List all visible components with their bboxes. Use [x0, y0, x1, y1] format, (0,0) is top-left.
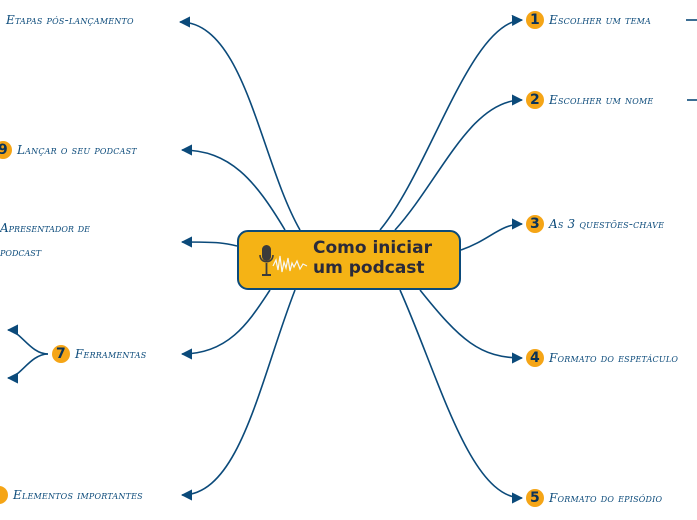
link-9 [180, 144, 286, 231]
link-4 [419, 289, 524, 364]
link-3 [460, 218, 524, 251]
branch-label: Formato do espetáculo [549, 351, 679, 365]
branch-label: Escolher um tema [549, 13, 651, 27]
number-badge: 7 [52, 345, 70, 363]
branch-7[interactable]: 7 Ferramentas [52, 345, 146, 363]
branch-1[interactable]: 1 Escolher um tema [526, 11, 651, 29]
microphone-icon [259, 245, 308, 276]
branch-label: Lançar o seu podcast [17, 143, 137, 157]
branch-9[interactable]: 9 Lançar o seu podcast [0, 141, 137, 159]
number-badge: 4 [526, 349, 544, 367]
branch-5[interactable]: 5 Formato do episódio [526, 489, 662, 507]
link-1 [379, 14, 524, 231]
link-7 [180, 289, 271, 360]
branch-3[interactable]: 3 As 3 questões-chave [526, 215, 664, 233]
branch-label-line1: Apresentador de [0, 221, 90, 235]
branch-label: Etapas pós-lançamento [6, 13, 134, 27]
number-badge: 1 [526, 11, 544, 29]
branch-label: Ferramentas [75, 347, 147, 361]
central-title: Como iniciar um podcast [313, 238, 432, 278]
link-5 [399, 289, 524, 504]
branch-label: Elementos importantes [13, 488, 143, 502]
number-badge: 9 [0, 141, 12, 159]
link-2 [394, 94, 524, 231]
number-badge: 3 [526, 215, 544, 233]
branch-4[interactable]: 4 Formato do espetáculo [526, 349, 678, 367]
branch-apresentador[interactable]: Apresentador de podcast [0, 216, 90, 264]
number-badge: 2 [526, 91, 544, 109]
link-etapas [178, 16, 301, 231]
number-badge [0, 486, 8, 504]
branch-label-line2: podcast [0, 245, 42, 259]
link-elementos [180, 289, 296, 501]
branch-elementos[interactable]: Elementos importantes [0, 486, 143, 504]
number-badge: 5 [526, 489, 544, 507]
link-7-sub-2 [6, 353, 49, 384]
link-7-sub-1 [6, 324, 49, 355]
branch-label: As 3 questões-chave [549, 217, 665, 231]
branch-2[interactable]: 2 Escolher um nome [526, 91, 653, 109]
link-apresentador [180, 236, 238, 248]
branch-label: Escolher um nome [549, 93, 654, 107]
branch-etapas[interactable]: Etapas pós-lançamento [6, 13, 134, 27]
central-topic[interactable]: Como iniciar um podcast [237, 230, 461, 290]
branch-label: Formato do episódio [549, 491, 663, 505]
